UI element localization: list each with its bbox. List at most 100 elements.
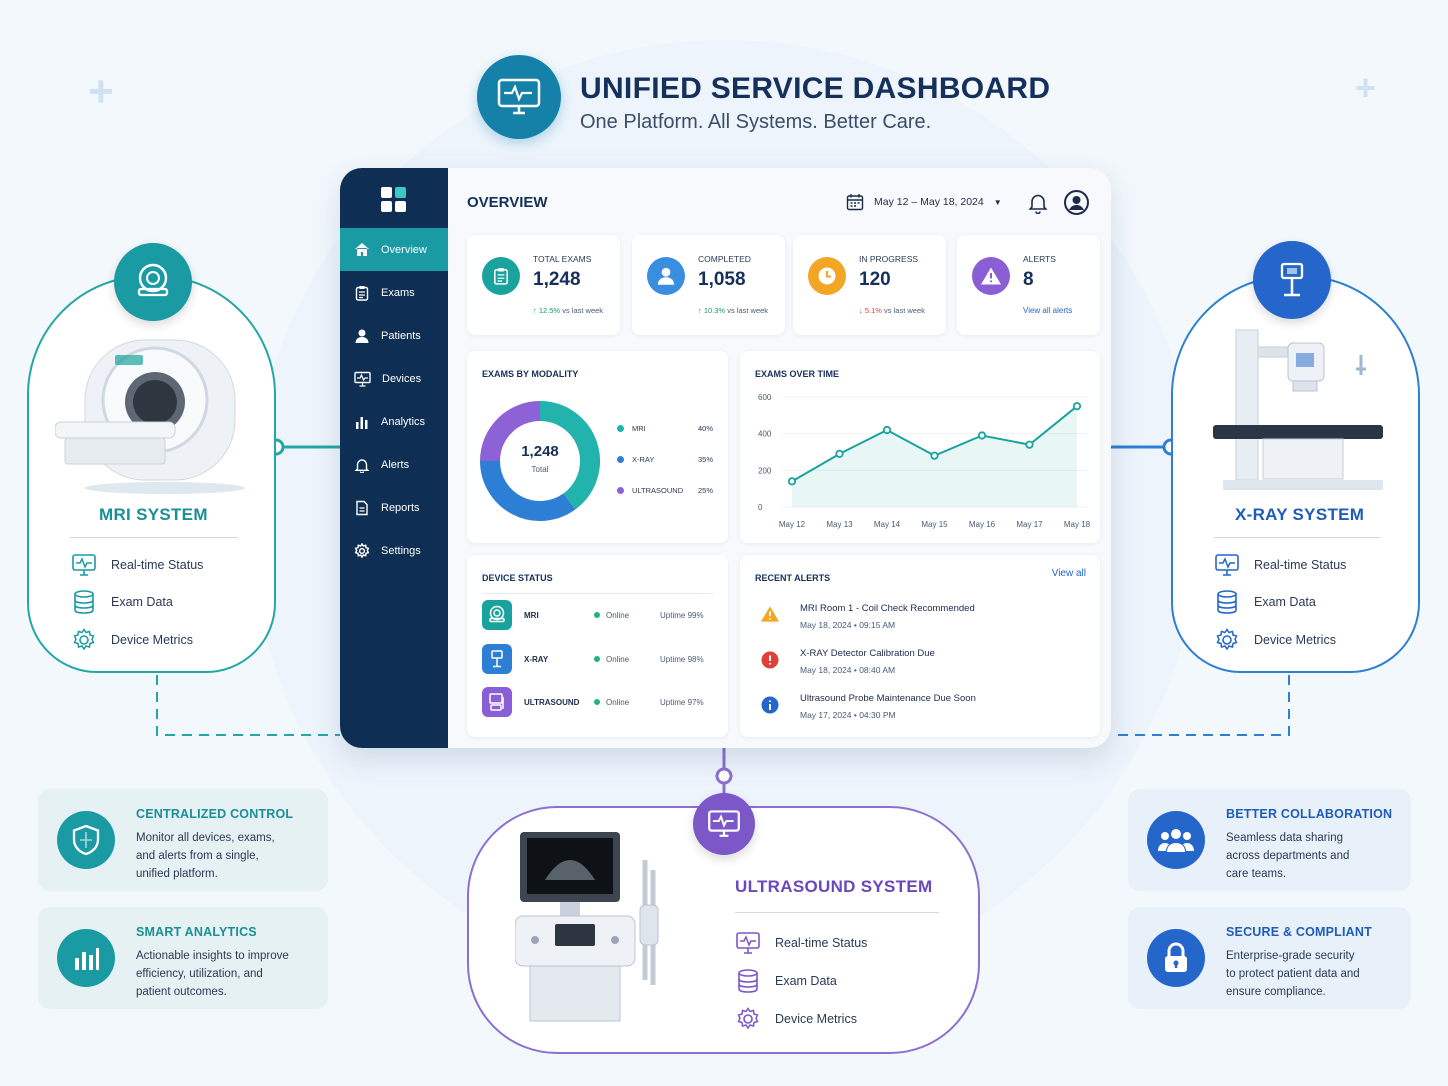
dashboard-window: Overview Exams Patients Devices Analytic… [340,168,1111,748]
data-point [977,431,987,440]
monitor-heartbeat-icon [1214,553,1240,577]
view-all-alerts-link[interactable]: View all alerts [1023,306,1073,315]
page-subtitle: One Platform. All Systems. Better Care. [580,111,932,133]
date-range-picker[interactable]: May 12 – May 18, 2024 ▼ [846,193,1002,211]
monitor-heartbeat-icon [693,793,755,855]
kpi-card-total-exams[interactable]: TOTAL EXAMS 1,248 ↑ 12.5% vs last week [467,235,620,335]
sidebar-item-reports[interactable]: Reports [340,486,448,529]
overview-title: OVERVIEW [467,194,548,211]
recent-alerts-title: RECENT ALERTS [755,573,831,583]
ultrasound-feature-status: Real-time Status [735,931,867,955]
ultrasound-icon [482,687,512,717]
clipboard-icon [482,257,520,295]
sidebar-item-patients[interactable]: Patients [340,314,448,357]
shield-icon [57,811,115,869]
device-status-panel: DEVICE STATUS MRI Online Uptime 99% X-RA… [467,555,728,737]
gear-icon [735,1007,761,1031]
monitor-heartbeat-icon [71,553,97,577]
notification-bell-icon[interactable] [1028,192,1048,214]
data-point [787,477,797,486]
trend-text: ↑ 10.3% vs last week [698,306,769,315]
x-tick-label: May 17 [1016,520,1043,529]
divider [70,537,238,538]
donut-center-value: 1,248 [521,443,559,460]
device-row-ultrasound[interactable]: ULTRASOUND Online Uptime 97% [482,686,710,718]
clock-icon [808,257,846,295]
kpi-card-alerts[interactable]: ALERTS 8 View all alerts [957,235,1100,335]
online-status-dot [594,611,600,618]
x-tick-label: May 12 [779,520,806,529]
xray-machine-icon [1253,241,1331,319]
divider [1214,537,1380,538]
data-point [1072,402,1082,411]
xray-machine-icon [482,644,512,674]
mri-feature-exam-data: Exam Data [71,590,173,614]
info-card-centralized-control: CENTRALIZED CONTROL Monitor all devices,… [38,789,328,891]
y-tick-label: 200 [758,466,772,475]
xray-feature-status: Real-time Status [1214,553,1346,577]
recent-alerts-panel: RECENT ALERTS View all MRI Room 1 - Coil… [740,555,1100,737]
x-tick-label: May 16 [969,520,996,529]
x-tick-label: May 15 [921,520,948,529]
xray-feature-metrics: Device Metrics [1214,628,1336,652]
ultrasound-feature-exam-data: Exam Data [735,969,837,993]
bell-icon [354,458,370,473]
y-tick-label: 400 [758,430,772,439]
view-all-link[interactable]: View all [1051,568,1086,579]
modality-donut-chart [480,401,600,521]
sidebar-item-alerts[interactable]: Alerts [340,443,448,486]
x-tick-label: May 13 [826,520,853,529]
lock-icon [1147,929,1205,987]
ultrasound-system-title: ULTRASOUND SYSTEM [735,877,933,896]
divider [735,912,939,913]
mri-scanner-icon [114,243,192,321]
y-tick-label: 0 [758,503,763,512]
database-icon [71,590,97,614]
sidebar: Overview Exams Patients Devices Analytic… [340,168,448,748]
info-card-better-collaboration: BETTER COLLABORATION Seamless data shari… [1128,789,1411,891]
gear-icon [354,542,370,558]
line-chart-title: EXAMS OVER TIME [755,369,840,379]
warning-icon [761,606,779,622]
warning-icon [972,257,1010,295]
device-row-mri[interactable]: MRI Online Uptime 99% [482,599,710,631]
xray-machine-image [1213,329,1383,490]
monitor-icon [354,371,371,387]
online-status-dot [594,698,600,705]
trend-text: ↑ 12.5% vs last week [533,306,604,315]
sidebar-item-devices[interactable]: Devices [340,357,448,400]
kpi-card-completed[interactable]: COMPLETED 1,058 ↑ 10.3% vs last week [632,235,785,335]
device-row-xray[interactable]: X-RAY Online Uptime 98% [482,643,710,675]
sidebar-item-overview[interactable]: Overview [340,228,448,271]
data-point [882,425,892,435]
data-point [835,449,844,458]
user-avatar-icon[interactable] [1064,190,1089,215]
sidebar-item-settings[interactable]: Settings [340,529,448,572]
x-tick-label: May 14 [874,520,901,529]
sidebar-item-exams[interactable]: Exams [340,271,448,314]
mri-machine-image [55,339,245,494]
team-icon [1147,811,1205,869]
donut-slice-mri [539,401,600,510]
ultrasound-machine-image [515,832,659,1022]
donut-center-label: Total [531,465,549,474]
database-icon [1214,590,1240,614]
x-tick-label: May 18 [1064,520,1091,529]
info-icon [761,696,779,714]
plus-decoration-icon: + [1355,67,1377,108]
donut-slice-x-ray [480,460,576,521]
y-tick-label: 600 [758,393,772,402]
sidebar-item-analytics[interactable]: Analytics [340,400,448,443]
app-grid-logo-icon [381,187,406,212]
modality-title: EXAMS BY MODALITY [482,369,579,379]
kpi-card-in-progress[interactable]: IN PROGRESS 120 ↓ 5.1% vs last week [793,235,946,335]
data-point [1025,440,1034,449]
mri-scanner-icon [482,600,512,630]
xray-system-title: X-RAY SYSTEM [1235,505,1365,524]
main-content: OVERVIEW May 12 – May 18, 2024 ▼ TOTAL E… [448,168,1111,748]
